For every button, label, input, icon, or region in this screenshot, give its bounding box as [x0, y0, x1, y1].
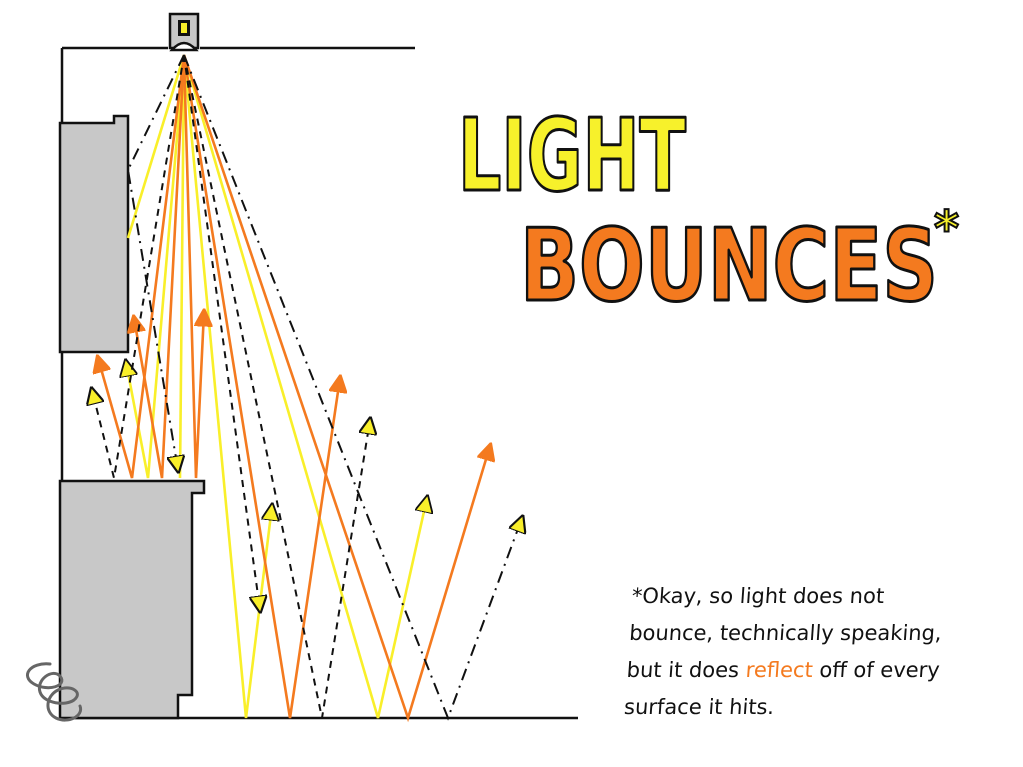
yellow-rays	[126, 54, 427, 719]
footnote: *Okay, so light does not bounce, technic…	[623, 578, 973, 726]
upper-cabinet	[58, 114, 130, 354]
orange-rays	[98, 54, 490, 723]
title: LIGHT BOUNCES *	[457, 96, 961, 326]
signature-icon	[26, 662, 83, 722]
title-line-1: LIGHT	[458, 97, 686, 214]
footnote-highlight: reflect	[744, 658, 814, 682]
dashed-rays	[92, 54, 522, 721]
ceiling-light-icon	[168, 12, 200, 52]
title-asterisk: *	[934, 201, 959, 257]
title-line-2: BOUNCES	[520, 207, 938, 324]
lower-cabinet	[58, 479, 206, 720]
